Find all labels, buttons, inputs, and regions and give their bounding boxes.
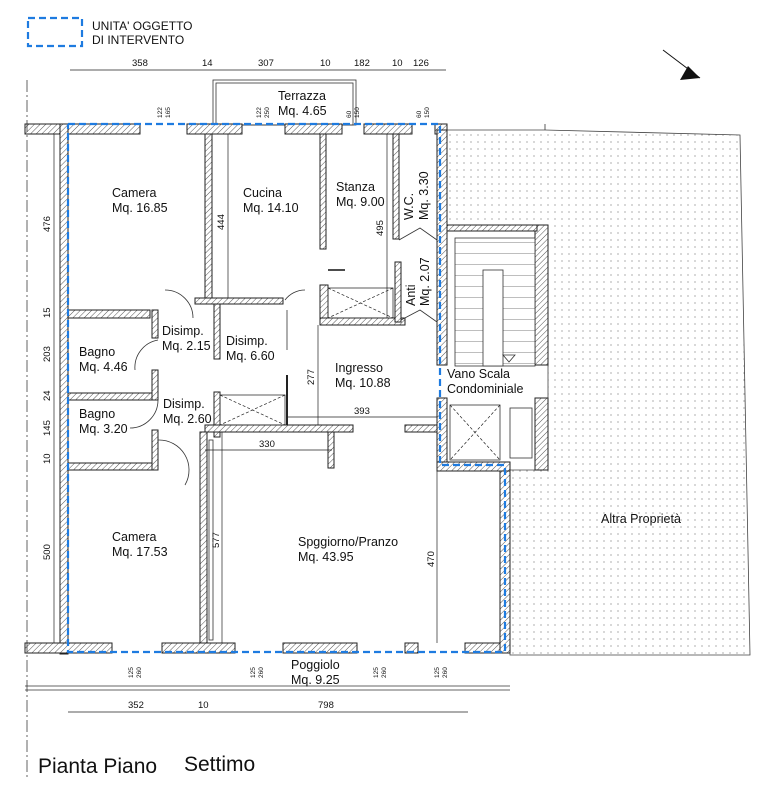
room-bagno-1-area: Mq. 4.46 — [79, 360, 128, 374]
dim-left: 10 — [42, 453, 53, 464]
dim-top: 10 — [320, 58, 331, 69]
room-labels: Camera Mq. 16.85 Cucina Mq. 14.10 Stanza… — [79, 89, 681, 687]
legend-swatch — [26, 16, 84, 48]
dim-left: 500 — [42, 544, 53, 560]
dim-bottom: 352 — [128, 700, 144, 711]
dim-top: 10 — [392, 58, 403, 69]
window-dim: 60 — [346, 110, 353, 118]
dim-left: 145 — [42, 420, 53, 436]
dim-top: 14 — [202, 58, 213, 69]
room-stanza-name: Stanza — [336, 180, 375, 194]
dim-bottom: 798 — [318, 700, 334, 711]
window-dim: 165 — [165, 107, 172, 118]
window-dim: 260 — [136, 667, 143, 678]
window-dim: 260 — [442, 667, 449, 678]
dim-393: 393 — [354, 406, 370, 417]
dim-top: 126 — [413, 58, 429, 69]
room-cucina-area: Mq. 14.10 — [243, 201, 299, 215]
terrazza-area: Mq. 4.65 — [278, 104, 327, 118]
terrazza-name: Terrazza — [278, 89, 326, 103]
room-vano-scala-name: Vano Scala — [447, 367, 510, 381]
room-disimp-3-area: Mq. 2.60 — [163, 412, 212, 426]
plan-title-part2: Settimo — [184, 753, 255, 776]
dim-495: 495 — [375, 220, 386, 236]
unit-boundary — [66, 122, 507, 654]
dim-577: 577 — [211, 532, 222, 548]
dim-left: 15 — [42, 307, 53, 318]
room-camera-1-name: Camera — [112, 186, 157, 200]
room-disimp-2-area: Mq. 6.60 — [226, 349, 275, 363]
window-dim: 260 — [381, 667, 388, 678]
window-dim: 60 — [416, 110, 423, 118]
window-dim: 125 — [373, 667, 380, 678]
altra-proprieta-label: Altra Proprietà — [601, 512, 681, 526]
window-dim: 260 — [258, 667, 265, 678]
poggiolo-name: Poggiolo — [291, 658, 340, 672]
dim-470: 470 — [426, 551, 437, 567]
room-ingresso-area: Mq. 10.88 — [335, 376, 391, 390]
room-wc-name: W.C. — [402, 193, 416, 220]
dim-bottom: 10 — [198, 700, 209, 711]
room-bagno-2-name: Bagno — [79, 407, 115, 421]
window-dim: 122 — [157, 107, 164, 118]
dimensions: 358 14 307 10 182 10 126 476 15 203 24 1… — [26, 58, 468, 780]
north-arrow-icon — [662, 49, 701, 80]
window-dim: 125 — [250, 667, 257, 678]
poggiolo-area: Mq. 9.25 — [291, 673, 340, 687]
room-soggiorno-area: Mq. 43.95 — [298, 550, 354, 564]
dim-277: 277 — [306, 369, 317, 385]
dim-top: 358 — [132, 58, 148, 69]
legend-line1: UNITA' OGGETTO — [92, 19, 193, 33]
window-dim: 125 — [434, 667, 441, 678]
dim-330: 330 — [259, 439, 275, 450]
room-anti-area: Mq. 2.07 — [418, 257, 432, 306]
dim-top: 307 — [258, 58, 274, 69]
legend-line2: DI INTERVENTO — [92, 33, 184, 47]
room-camera-2-area: Mq. 17.53 — [112, 545, 168, 559]
room-camera-1-area: Mq. 16.85 — [112, 201, 168, 215]
room-ingresso-name: Ingresso — [335, 361, 383, 375]
window-dim: 150 — [354, 107, 361, 118]
room-stanza-area: Mq. 9.00 — [336, 195, 385, 209]
room-camera-2-name: Camera — [112, 530, 157, 544]
room-bagno-2-area: Mq. 3.20 — [79, 422, 128, 436]
window-dim: 150 — [424, 107, 431, 118]
room-disimp-1-name: Disimp. — [162, 324, 204, 338]
window-dim: 122 — [256, 107, 263, 118]
room-soggiorno-name: Spggiorno/Pranzo — [298, 535, 398, 549]
room-disimp-2-name: Disimp. — [226, 334, 268, 348]
dim-left: 476 — [42, 216, 53, 232]
room-cucina-name: Cucina — [243, 186, 282, 200]
plan-title-part1: Pianta Piano — [38, 755, 157, 778]
window-dim: 250 — [264, 107, 271, 118]
room-anti-name: Anti — [404, 284, 418, 306]
dim-444: 444 — [216, 214, 227, 230]
room-disimp-3-name: Disimp. — [163, 397, 205, 411]
dim-left: 203 — [42, 346, 53, 362]
room-disimp-1-area: Mq. 2.15 — [162, 339, 211, 353]
room-bagno-1-name: Bagno — [79, 345, 115, 359]
room-vano-scala-sub: Condominiale — [447, 382, 523, 396]
window-dim: 125 — [128, 667, 135, 678]
room-wc-area: Mq. 3.30 — [417, 171, 431, 220]
dim-top: 182 — [354, 58, 370, 69]
legend: UNITA' OGGETTO DI INTERVENTO — [26, 16, 193, 48]
dim-left: 24 — [42, 390, 53, 401]
